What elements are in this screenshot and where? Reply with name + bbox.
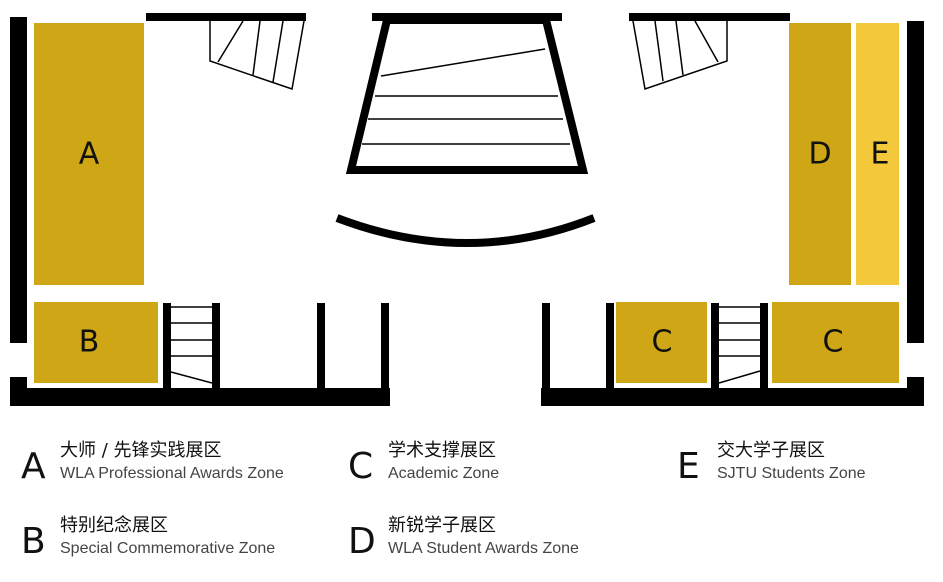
post bbox=[542, 303, 550, 390]
central-staircase bbox=[345, 16, 589, 174]
zone-c-right-label: C bbox=[823, 325, 844, 360]
stair-bottom-left bbox=[170, 306, 213, 384]
legend-en: Special Commemorative Zone bbox=[60, 540, 276, 557]
post bbox=[317, 303, 325, 390]
stair-top-right bbox=[632, 20, 728, 90]
zones: A B C C D E bbox=[34, 23, 899, 383]
post bbox=[163, 303, 171, 390]
zone-b-label: B bbox=[79, 325, 100, 360]
right-corner-wall bbox=[907, 377, 924, 391]
floor-plan: A B C C D E bbox=[10, 13, 924, 406]
legend-cn: 大师 / 先锋实践展区 bbox=[60, 440, 222, 461]
curved-wall bbox=[335, 214, 596, 247]
post bbox=[760, 303, 768, 390]
zone-a-label: A bbox=[79, 137, 100, 172]
legend-letter: A bbox=[21, 446, 46, 487]
zone-d[interactable]: D bbox=[789, 23, 851, 285]
stair-top-left bbox=[209, 20, 305, 90]
stair-bottom-right bbox=[718, 306, 761, 384]
zone-c-left-label: C bbox=[652, 325, 673, 360]
left-wall bbox=[10, 17, 27, 343]
bottom-right-wall bbox=[541, 388, 924, 406]
legend-en: SJTU Students Zone bbox=[717, 465, 866, 482]
post bbox=[711, 303, 719, 390]
zone-e-label: E bbox=[871, 137, 890, 172]
legend-cn: 交大学子展区 bbox=[717, 440, 825, 461]
legend-letter: E bbox=[677, 446, 700, 487]
legend-cn: 学术支撑展区 bbox=[388, 440, 496, 461]
zone-d-label: D bbox=[808, 137, 831, 172]
top-left-wall bbox=[146, 13, 306, 21]
post bbox=[606, 303, 614, 390]
zone-b[interactable]: B bbox=[34, 302, 158, 383]
left-corner-wall bbox=[10, 377, 27, 391]
post bbox=[381, 303, 389, 390]
zone-c-left[interactable]: C bbox=[616, 302, 707, 383]
zone-e[interactable]: E bbox=[856, 23, 899, 285]
legend-en: WLA Student Awards Zone bbox=[388, 540, 579, 557]
legend-en: WLA Professional Awards Zone bbox=[60, 465, 284, 482]
top-right-wall bbox=[629, 13, 790, 21]
right-wall bbox=[907, 21, 924, 343]
legend-en: Academic Zone bbox=[388, 465, 500, 482]
zone-a[interactable]: A bbox=[34, 23, 144, 285]
post bbox=[212, 303, 220, 390]
legend-letter: B bbox=[21, 521, 46, 562]
bottom-left-wall bbox=[10, 388, 390, 406]
legend-cn: 特别纪念展区 bbox=[60, 515, 168, 536]
legend-letter: C bbox=[348, 446, 374, 487]
zone-c-right[interactable]: C bbox=[772, 302, 899, 383]
legend-letter: D bbox=[348, 521, 376, 562]
legend-cn: 新锐学子展区 bbox=[388, 515, 496, 536]
